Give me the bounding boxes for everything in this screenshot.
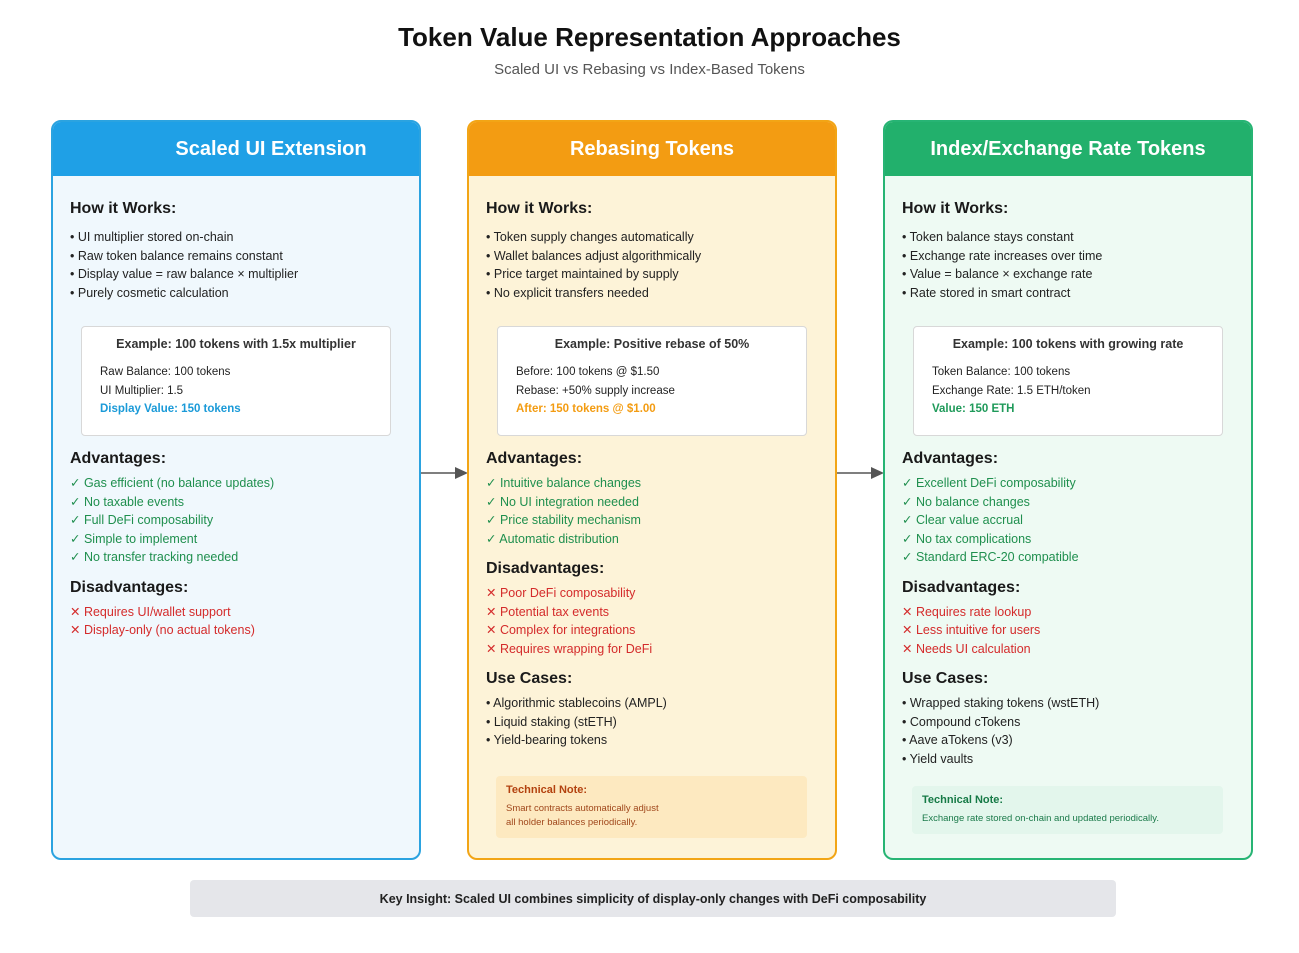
advantage-item: Automatic distribution [486, 530, 818, 549]
advantage-item: Excellent DeFi composability [902, 474, 1234, 493]
use-case-item: Yield-bearing tokens [486, 731, 818, 750]
panel-scaled-ui: Scaled UI Extension How it Works: UI mul… [51, 120, 421, 860]
arrow-right-icon [421, 467, 468, 479]
example-line: Before: 100 tokens @ $1.50 [516, 366, 660, 378]
example-box: Example: 100 tokens with growing rate To… [913, 326, 1223, 436]
panel-rebasing: Rebasing Tokens How it Works: Token supp… [467, 120, 837, 860]
example-line: Exchange Rate: 1.5 ETH/token [932, 384, 1091, 397]
section-heading-how: How it Works: [486, 200, 593, 217]
advantage-item: No UI integration needed [486, 493, 818, 512]
key-insight-banner: Key Insight: Scaled UI combines simplici… [190, 880, 1116, 917]
section-heading-use-cases: Use Cases: [486, 670, 573, 687]
how-list: Token supply changes automatically Walle… [486, 228, 818, 302]
advantage-item: Gas efficient (no balance updates) [70, 474, 402, 493]
note-title: Technical Note: [922, 794, 1004, 806]
use-case-item: Yield vaults [902, 750, 1234, 769]
advantages-list: Gas efficient (no balance updates) No ta… [70, 474, 402, 567]
panel-index-exchange-rate: Index/Exchange Rate Tokens How it Works:… [883, 120, 1253, 860]
list-item: Raw token balance remains constant [70, 247, 402, 266]
advantage-item: No taxable events [70, 493, 402, 512]
advantage-item: Intuitive balance changes [486, 474, 818, 493]
disadvantage-item: Poor DeFi composability [486, 584, 818, 603]
disadvantage-item: Complex for integrations [486, 621, 818, 640]
advantage-item: Standard ERC-20 compatible [902, 548, 1234, 567]
disadvantage-item: Potential tax events [486, 603, 818, 622]
section-heading-advantages: Advantages: [902, 450, 999, 467]
note-line: Exchange rate stored on-chain and update… [922, 813, 1159, 824]
note-line: Smart contracts automatically adjust [506, 802, 659, 814]
disadvantages-list: Poor DeFi composability Potential tax ev… [486, 584, 818, 658]
list-item: Price target maintained by supply [486, 265, 818, 284]
disadvantage-item: Display-only (no actual tokens) [70, 621, 402, 640]
section-heading-disadvantages: Disadvantages: [902, 578, 1021, 596]
advantage-item: No transfer tracking needed [70, 548, 402, 567]
list-item: Value = balance × exchange rate [902, 265, 1234, 284]
use-case-item: Liquid staking (stETH) [486, 713, 818, 732]
use-case-item: Aave aTokens (v3) [902, 731, 1234, 750]
list-item: No explicit transfers needed [486, 284, 818, 303]
example-box: Example: 100 tokens with 1.5x multiplier… [81, 326, 391, 436]
disadvantages-list: Requires rate lookup Less intuitive for … [902, 603, 1234, 659]
arrow-right-icon [837, 467, 884, 479]
example-title: Example: 100 tokens with growing rate [952, 337, 1184, 351]
disadvantage-item: Requires UI/wallet support [70, 603, 402, 622]
section-heading-how: How it Works: [902, 200, 1009, 217]
advantage-item: Clear value accrual [902, 511, 1234, 530]
panel-header: Index/Exchange Rate Tokens [885, 122, 1251, 176]
example-highlight: After: 150 tokens @ $1.00 [516, 403, 656, 415]
list-item: UI multiplier stored on-chain [70, 228, 402, 247]
disadvantage-item: Less intuitive for users [902, 621, 1234, 640]
section-heading-advantages: Advantages: [70, 450, 167, 467]
disadvantage-item: Requires wrapping for DeFi [486, 640, 818, 659]
list-item: Rate stored in smart contract [902, 284, 1234, 303]
disadvantage-item: Requires rate lookup [902, 603, 1234, 622]
technical-note: Technical Note: Exchange rate stored on-… [912, 786, 1223, 834]
list-item: Token balance stays constant [902, 228, 1234, 247]
use-cases-list: Algorithmic stablecoins (AMPL) Liquid st… [486, 694, 818, 750]
diagram-subtitle: Scaled UI vs Rebasing vs Index-Based Tok… [494, 61, 805, 78]
example-line: UI Multiplier: 1.5 [100, 384, 184, 397]
section-heading-advantages: Advantages: [486, 450, 583, 467]
example-box: Example: Positive rebase of 50% Before: … [497, 326, 807, 436]
list-item: Purely cosmetic calculation [70, 284, 402, 303]
list-item: Exchange rate increases over time [902, 247, 1234, 266]
advantage-item: No tax complications [902, 530, 1234, 549]
example-line: Raw Balance: 100 tokens [100, 366, 231, 378]
list-item: Display value = raw balance × multiplier [70, 265, 402, 284]
note-title: Technical Note: [506, 783, 588, 796]
panel-header: Rebasing Tokens [469, 122, 835, 176]
list-item: Token supply changes automatically [486, 228, 818, 247]
example-title: Example: Positive rebase of 50% [554, 337, 750, 351]
section-heading-disadvantages: Disadvantages: [486, 560, 605, 577]
advantages-list: Excellent DeFi composability No balance … [902, 474, 1234, 567]
example-highlight: Value: 150 ETH [932, 403, 1015, 415]
how-list: UI multiplier stored on-chain Raw token … [70, 228, 402, 302]
advantage-item: Simple to implement [70, 530, 402, 549]
diagram-title: Token Value Representation Approaches [398, 22, 901, 52]
example-title: Example: 100 tokens with 1.5x multiplier [116, 337, 356, 351]
list-item: Wallet balances adjust algorithmically [486, 247, 818, 266]
example-line: Rebase: +50% supply increase [516, 384, 675, 397]
use-case-item: Algorithmic stablecoins (AMPL) [486, 694, 818, 713]
example-highlight: Display Value: 150 tokens [100, 403, 241, 415]
advantages-list: Intuitive balance changes No UI integrat… [486, 474, 818, 548]
technical-note: Technical Note: Smart contracts automati… [496, 775, 807, 838]
use-case-item: Wrapped staking tokens (wstETH) [902, 694, 1234, 713]
use-cases-list: Wrapped staking tokens (wstETH) Compound… [902, 694, 1234, 768]
example-line: Token Balance: 100 tokens [932, 366, 1071, 378]
disadvantages-list: Requires UI/wallet support Display-only … [70, 603, 402, 640]
disadvantage-item: Needs UI calculation [902, 640, 1234, 659]
note-line: all holder balances periodically. [506, 816, 638, 828]
advantage-item: No balance changes [902, 493, 1234, 512]
use-case-item: Compound cTokens [902, 713, 1234, 732]
how-list: Token balance stays constant Exchange ra… [902, 228, 1234, 302]
advantage-item: Full DeFi composability [70, 511, 402, 530]
advantage-item: Price stability mechanism [486, 511, 818, 530]
section-heading-disadvantages: Disadvantages: [70, 578, 189, 596]
panel-header: Scaled UI Extension [53, 122, 419, 176]
section-heading-use-cases: Use Cases: [902, 670, 989, 687]
section-heading-how: How it Works: [70, 200, 177, 217]
